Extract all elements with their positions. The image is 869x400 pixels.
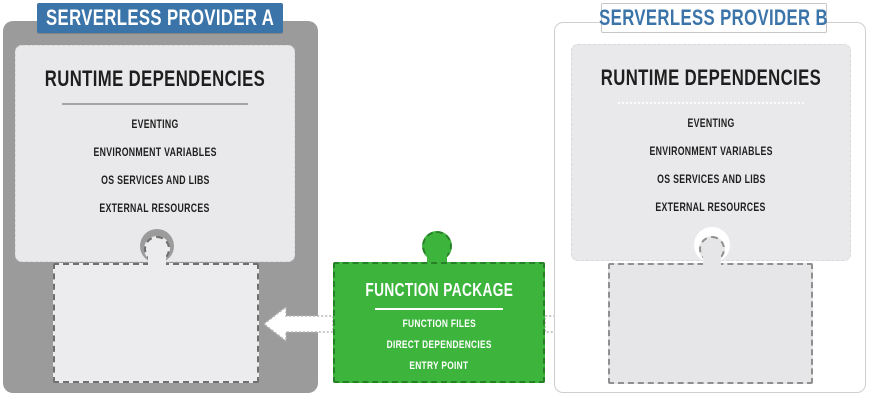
dependency-item: ENVIRONMENT VARIABLES xyxy=(93,147,217,159)
dependency-item: EXTERNAL RESOURCES xyxy=(655,202,767,214)
dependency-item: ENVIRONMENT VARIABLES xyxy=(649,146,773,158)
dependency-list-a: EVENTING ENVIRONMENT VARIABLES OS SERVIC… xyxy=(16,111,294,223)
slot-knob-neck-b xyxy=(703,252,721,267)
dependency-item: EVENTING xyxy=(687,118,735,130)
runtime-dependencies-title-a: RUNTIME DEPENDENCIES xyxy=(10,64,300,94)
function-package-item: FUNCTION FILES xyxy=(402,318,476,330)
function-package-title: FUNCTION PACKAGE xyxy=(365,280,513,300)
arrow-left-icon xyxy=(262,305,334,343)
runtime-dependencies-box-a: RUNTIME DEPENDENCIES EVENTING ENVIRONMEN… xyxy=(15,45,295,262)
dependency-item: EXTERNAL RESOURCES xyxy=(99,203,211,215)
function-package-item: ENTRY POINT xyxy=(409,360,469,372)
runtime-dependencies-box-b: RUNTIME DEPENDENCIES EVENTING ENVIRONMEN… xyxy=(571,44,851,261)
runtime-dependencies-title-b: RUNTIME DEPENDENCIES xyxy=(566,63,856,93)
provider-b-title: SERVERLESS PROVIDER B xyxy=(599,5,829,30)
empty-function-slot-a xyxy=(53,263,259,383)
provider-a-banner: SERVERLESS PROVIDER A xyxy=(37,3,283,33)
function-package-neck xyxy=(427,248,447,266)
runtime-dependencies-title-text-b: RUNTIME DEPENDENCIES xyxy=(600,65,822,90)
runtime-dependencies-title-text-a: RUNTIME DEPENDENCIES xyxy=(44,66,266,91)
slot-knob-neck-a xyxy=(148,252,166,267)
title-underline-b xyxy=(618,102,804,104)
empty-function-slot-b xyxy=(608,263,813,384)
function-package-underline xyxy=(375,308,503,310)
title-underline-a xyxy=(62,103,248,105)
dependency-item: EVENTING xyxy=(131,119,179,131)
provider-a-title: SERVERLESS PROVIDER A xyxy=(45,5,275,30)
provider-b-banner: SERVERLESS PROVIDER B xyxy=(599,3,829,33)
function-package-piece: FUNCTION PACKAGE FUNCTION FILES DIRECT D… xyxy=(333,262,545,383)
dependency-item: OS SERVICES AND LIBS xyxy=(100,175,210,187)
function-package-item: DIRECT DEPENDENCIES xyxy=(386,339,492,351)
function-package-list: FUNCTION FILES DIRECT DEPENDENCIES ENTRY… xyxy=(370,314,508,377)
dependency-item: OS SERVICES AND LIBS xyxy=(656,174,766,186)
dependency-list-b: EVENTING ENVIRONMENT VARIABLES OS SERVIC… xyxy=(572,110,850,222)
